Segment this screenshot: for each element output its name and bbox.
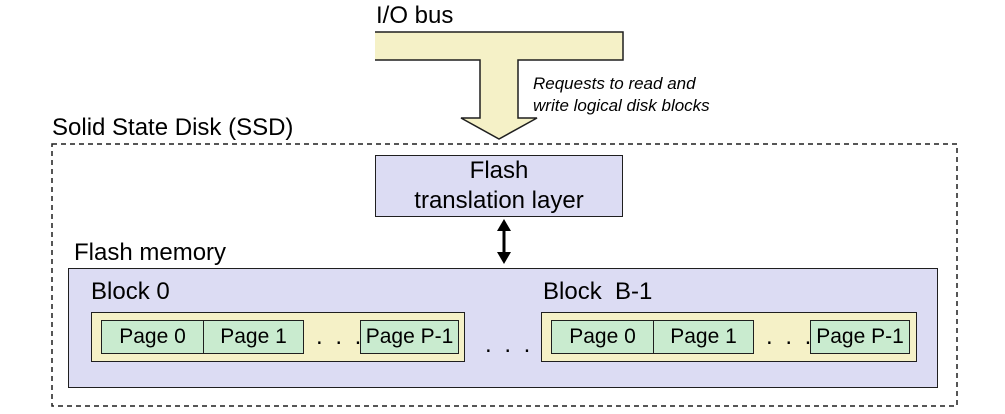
pages-ellipsis: . . .: [766, 323, 815, 350]
ftl-line-2: translation layer: [414, 187, 584, 214]
ssd-label: Solid State Disk (SSD): [52, 114, 294, 141]
io-bus-label: I/O bus: [376, 2, 454, 29]
block: Page 0 Page 1 . . . Page P-1: [541, 312, 917, 362]
block-label: Block 0: [91, 278, 170, 305]
page: Page P-1: [360, 320, 459, 354]
block-label: Block B-1: [543, 278, 653, 305]
page: Page 1: [203, 320, 304, 354]
flash-memory: Block 0 Page 0 Page 1 . . . Page P-1 . .…: [68, 268, 938, 388]
page: Page 1: [653, 320, 754, 354]
blocks-ellipsis: . . .: [485, 331, 534, 358]
ssd-boundary: [51, 143, 958, 407]
page: Page 0: [551, 320, 654, 354]
pages-ellipsis: . . .: [316, 323, 365, 350]
requests-line-2: write logical disk blocks: [533, 96, 710, 115]
page: Page P-1: [810, 320, 910, 354]
page: Page 0: [101, 320, 204, 354]
flash-memory-label: Flash memory: [74, 239, 227, 266]
bidirectional-arrow: [497, 219, 511, 264]
ftl-line-1: Flash: [469, 157, 529, 184]
block: Page 0 Page 1 . . . Page P-1: [91, 312, 465, 362]
io-bus-arrow: [375, 31, 624, 140]
flash-translation-layer: Flash translation layer: [375, 155, 623, 217]
requests-annotation: Requests to read and write logical disk …: [533, 73, 710, 117]
requests-line-1: Requests to read and: [533, 74, 696, 93]
